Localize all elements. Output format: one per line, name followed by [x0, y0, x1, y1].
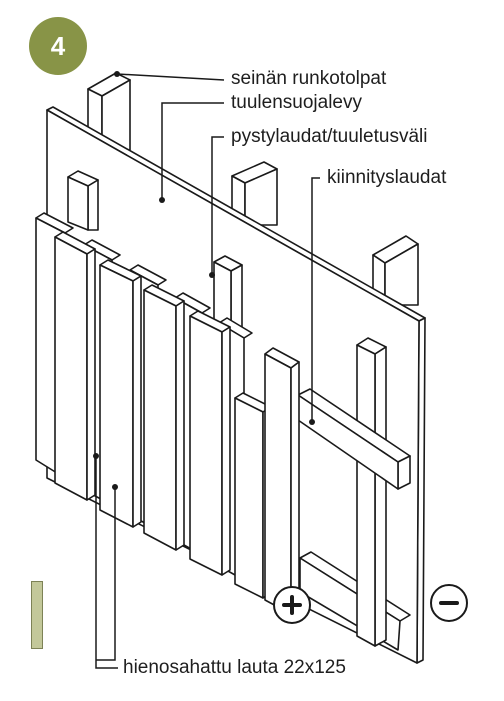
- step-number: 4: [50, 30, 66, 61]
- label-fine-sawn-board: hienosahattu lauta 22x125: [123, 657, 346, 678]
- minus-icon: [439, 601, 459, 605]
- vertical-batten-1: [67, 170, 99, 231]
- leader-fine-sawn-board-2: [96, 487, 116, 661]
- leader-battens: [211, 136, 224, 275]
- frame-stud-mid: [231, 161, 278, 226]
- leader-wind-barrier: [161, 102, 224, 200]
- leader-dots: [93, 71, 315, 490]
- vertical-batten-3: [356, 337, 387, 647]
- label-battens-ventilation-gap: pystylaudat/tuuletusväli: [231, 126, 428, 147]
- label-wind-barrier-board: tuulensuojalevy: [231, 92, 362, 113]
- zoom-out-button[interactable]: [430, 584, 468, 622]
- step-number-badge: 4: [29, 17, 87, 75]
- label-frame-studs: seinän runkotolpat: [231, 68, 387, 89]
- leader-frame-studs: [116, 73, 225, 81]
- leader-fine-sawn-board: [95, 456, 118, 669]
- zoom-in-button[interactable]: [273, 586, 311, 624]
- board-color-swatch: [31, 581, 43, 649]
- plus-icon: [282, 595, 302, 615]
- leader-mounting-battens: [311, 177, 320, 422]
- leader-lines: [95, 73, 320, 669]
- label-mounting-battens: kiinnityslaudat: [327, 167, 447, 188]
- cladding-front-layer: [54, 231, 300, 615]
- frame-stud-right: [372, 235, 419, 306]
